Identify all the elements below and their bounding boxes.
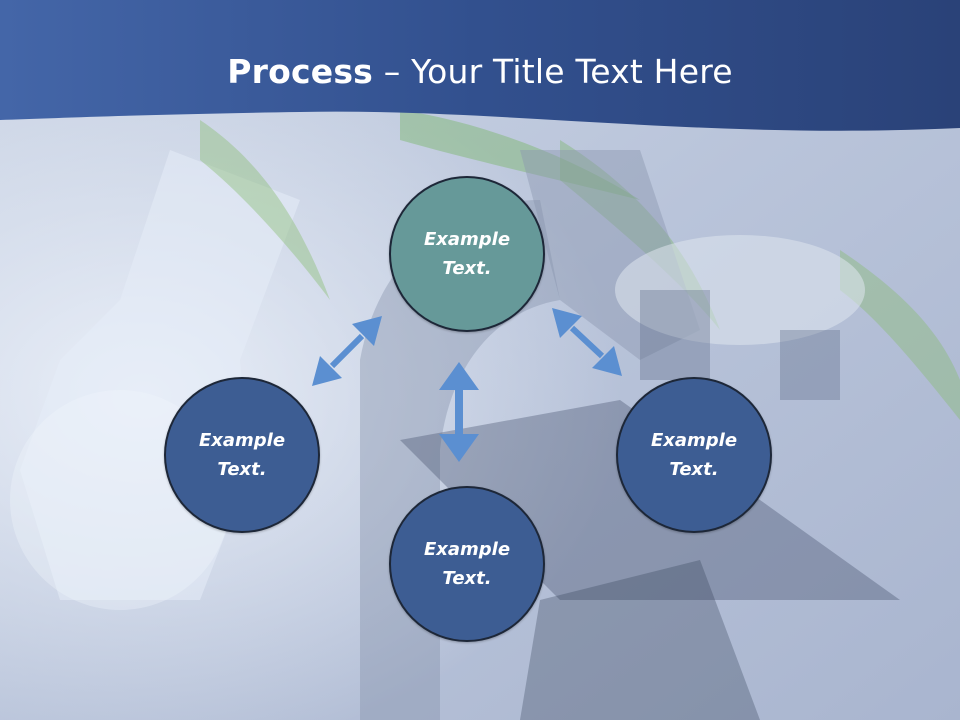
process-node-right-label: Example Text. <box>650 430 738 480</box>
slide-title-bold: Process <box>227 52 374 91</box>
process-node-top-label: Example Text. <box>423 229 511 279</box>
process-node-left-label: Example Text. <box>198 430 286 480</box>
process-node-bottom-label: Example Text. <box>423 539 511 589</box>
slide-title-rest: – Your Title Text Here <box>373 52 733 91</box>
process-node-right[interactable]: Example Text. <box>616 377 772 533</box>
header-band <box>0 0 960 131</box>
process-node-top[interactable]: Example Text. <box>389 176 545 332</box>
process-node-left[interactable]: Example Text. <box>164 377 320 533</box>
process-node-bottom[interactable]: Example Text. <box>389 486 545 642</box>
slide-title: Process – Your Title Text Here <box>0 52 960 91</box>
